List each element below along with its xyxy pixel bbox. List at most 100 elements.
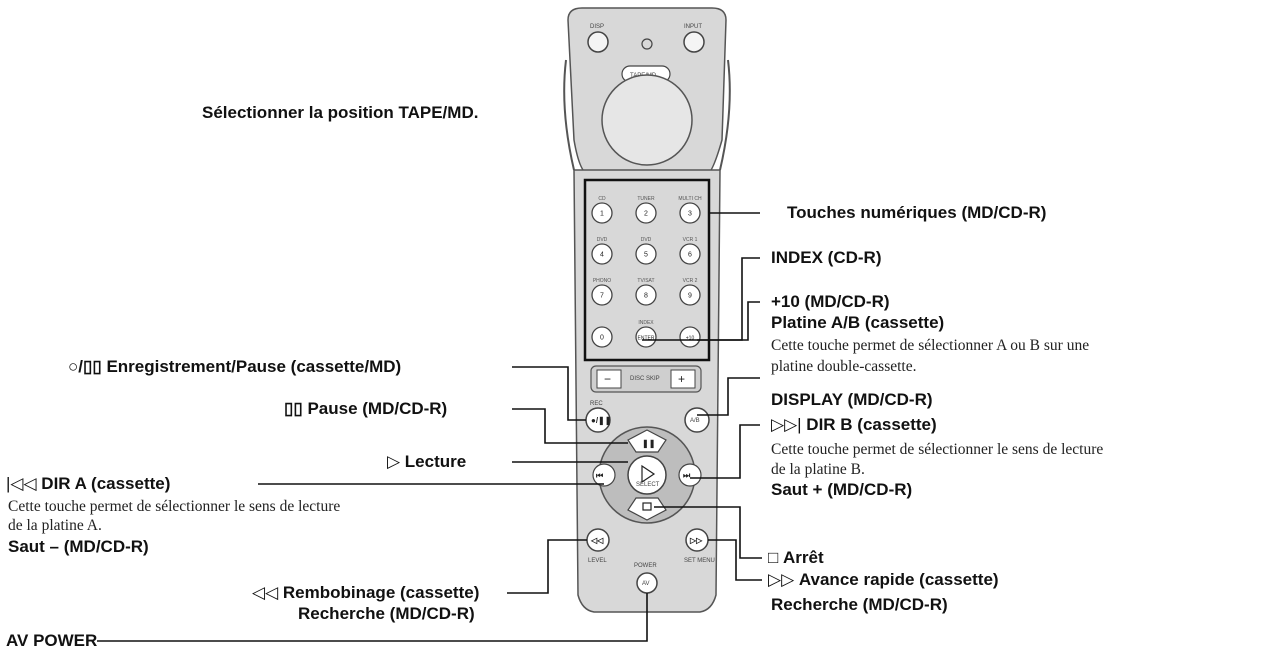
deck-ab-description-1: Cette touche permet de sélectionner A ou…: [771, 337, 1090, 354]
remote-ridge-right: [719, 59, 731, 171]
stop-text: Arrêt: [783, 548, 824, 567]
leader-plus10: [697, 301, 760, 341]
keypad-caption-8: VCR 2: [683, 278, 698, 284]
leader-lines: [97, 212, 762, 642]
play-text: Lecture: [404, 452, 467, 471]
numeric-keys-label: Touches numériques (MD/CD-R): [787, 203, 1047, 222]
numeric-keypad-frame: [583, 178, 711, 362]
deck-ab-description-2: platine double-cassette.: [771, 358, 917, 375]
dir-a-text: DIR A (cassette): [41, 474, 171, 493]
search-right-label: Recherche (MD/CD-R): [771, 595, 948, 614]
keypad-key-label-4: 5: [644, 252, 648, 259]
keypad-key-10: [635, 326, 657, 348]
keypad-key-4: [635, 243, 657, 265]
dir-b-description-2: de la platine B.: [771, 461, 865, 478]
stop-label: □ Arrêt: [768, 548, 824, 568]
leader-stop: [654, 506, 762, 559]
ch-minus-glyph: −: [604, 372, 611, 386]
dir-b-text: DIR B (cassette): [806, 415, 937, 434]
select-play-button: [627, 455, 667, 495]
dir-a-button: [592, 463, 616, 487]
keypad-key-7: [635, 284, 657, 306]
remote-ridge-left: [563, 59, 575, 171]
leader-av-power: [97, 593, 648, 642]
ffwd-glyph: ▷▷: [689, 536, 703, 545]
leader-dir-b: [690, 424, 760, 479]
selector-dial: [601, 74, 693, 166]
dir-a-glyph: ⏮: [596, 471, 603, 480]
ffwd-icon: ▷▷: [768, 570, 799, 589]
av-power-glyph: AV: [642, 581, 650, 587]
level-label: LEVEL: [588, 558, 607, 564]
display-ab-glyph: A/B: [690, 418, 700, 424]
ffwd-text: Avance rapide (cassette): [798, 570, 999, 589]
dir-b-glyph: ⏭: [683, 471, 691, 480]
keypad-key-1: [635, 202, 657, 224]
rewind-label: ◁◁ Rembobinage (cassette): [252, 583, 479, 603]
select-label: SELECT: [636, 482, 660, 488]
keypad-key-11: [679, 326, 701, 348]
select-position-label: Sélectionner la position TAPE/MD.: [202, 103, 479, 122]
rec-pause-glyph: ●/❚❚: [591, 416, 611, 426]
dir-b-icon: ▷▷|: [771, 415, 807, 434]
rewind-text: Rembobinage (cassette): [282, 583, 480, 602]
keypad-caption-7: TV/SAT: [637, 278, 654, 284]
keypad-key-5: [679, 243, 701, 265]
disp-label: DISP: [590, 24, 604, 30]
keypad-key-label-3: 4: [600, 252, 604, 259]
dir-a-description-1: Cette touche permet de sélectionner le s…: [8, 498, 341, 515]
dir-b-label: ▷▷| DIR B (cassette): [771, 415, 937, 435]
deck-ab-label: Platine A/B (cassette): [771, 313, 945, 332]
play-icon: [641, 464, 656, 484]
rewind-glyph: ◁◁: [590, 536, 604, 545]
pause-dpad-glyph: ❚❚: [642, 439, 655, 449]
ch-minus-button: [596, 369, 622, 389]
keypad-key-label-6: 7: [600, 293, 604, 300]
keypad-caption-5: VCR 1: [683, 237, 698, 243]
keypad-caption-0: CD: [598, 196, 606, 202]
disc-skip-label: DISC SKIP: [630, 376, 660, 382]
display-label: DISPLAY (MD/CD-R): [771, 390, 933, 409]
input-button: [683, 31, 705, 53]
pause-label: ▯▯ Pause (MD/CD-R): [284, 399, 447, 419]
disp-button: [587, 31, 609, 53]
index-label: INDEX (CD-R): [771, 248, 882, 267]
pause-icon: ▯▯: [284, 399, 308, 418]
plus10-label: +10 (MD/CD-R): [771, 292, 890, 311]
rec-pause-text: Enregistrement/Pause (cassette/MD): [106, 357, 402, 376]
skip-minus-label: Saut – (MD/CD-R): [8, 537, 149, 556]
play-label: ▷ Lecture: [387, 452, 466, 472]
av-power-label: AV POWER: [6, 631, 98, 649]
power-caption: POWER: [634, 563, 657, 569]
dir-a-icon: |◁◁: [6, 474, 42, 493]
keypad-caption-1: TUNER: [637, 196, 655, 202]
keypad-caption-3: DVD: [597, 237, 608, 243]
keypad-key-label-11: +10: [686, 336, 695, 342]
rec-pause-icon: ○/▯▯: [68, 357, 107, 376]
keypad-key-6: [591, 284, 613, 306]
leader-display: [697, 377, 760, 416]
rewind-icon: ◁◁: [252, 583, 283, 602]
display-ab-button: [684, 407, 710, 433]
keypad-key-8: [679, 284, 701, 306]
skip-plus-label: Saut + (MD/CD-R): [771, 480, 913, 499]
dir-b-description-1: Cette touche permet de sélectionner le s…: [771, 441, 1104, 458]
keypad-key-label-5: 6: [688, 252, 692, 259]
ffwd-label: ▷▷ Avance rapide (cassette): [768, 570, 999, 590]
pause-text: Pause (MD/CD-R): [307, 399, 448, 418]
rec-label: REC: [590, 401, 603, 407]
search-left-label: Recherche (MD/CD-R): [298, 604, 475, 623]
ch-plus-button: [670, 369, 696, 389]
keypad-key-label-7: 8: [644, 293, 648, 300]
stop-icon: [642, 502, 652, 511]
dir-a-description-2: de la platine A.: [8, 517, 102, 534]
keypad-caption-4: DVD: [641, 237, 652, 243]
keypad-key-3: [591, 243, 613, 265]
leader-pause: [512, 408, 628, 444]
keypad-key-label-1: 2: [644, 211, 648, 218]
rec-pause-label: ○/▯▯ Enregistrement/Pause (cassette/MD): [68, 357, 401, 377]
leader-ffwd: [708, 539, 762, 581]
